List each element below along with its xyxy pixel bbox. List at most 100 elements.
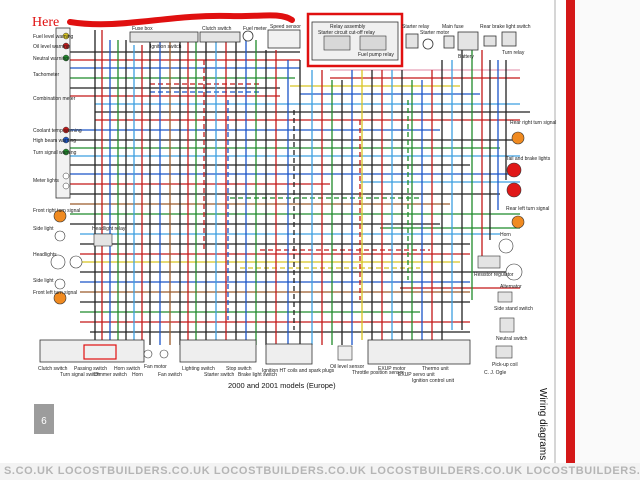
- starter-relay-symbol: [405, 33, 419, 49]
- watermark: S.CO.UK LOCOSTBUILDERS.CO.UK LOCOSTBUILD…: [4, 465, 640, 477]
- label-main-fuse: Main fuse: [442, 24, 464, 30]
- label-side-light: Side light: [33, 226, 54, 232]
- side-stand-switch-symbol: [497, 291, 513, 303]
- label-thermo-unit: Thermo unit: [422, 366, 449, 372]
- label-alternator: Alternator: [500, 284, 522, 290]
- main-fuse-symbol: [443, 35, 455, 49]
- label-ignition-switch: Ignition switch: [150, 44, 182, 50]
- page-number: 9: [41, 414, 47, 425]
- label-turn-signal-switch: Turn signal switch: [60, 372, 100, 378]
- annotation-label: Here: [32, 15, 59, 30]
- horn-symbol: [498, 238, 514, 254]
- ignition-control-unit-symbol: [367, 339, 471, 365]
- label-stop-switch: Stop switch: [226, 366, 252, 372]
- side-light-symbol: [54, 230, 66, 242]
- diagram-caption: 2000 and 2001 models (Europe): [228, 381, 336, 390]
- label-neutral-warning: Neutral warning: [33, 56, 68, 62]
- label-horn-bottom: Horn: [132, 372, 143, 378]
- label-tachometer: Tachometer: [33, 72, 59, 78]
- label-clutch-switch-bottom: Clutch switch: [38, 366, 68, 372]
- label-ignition-control-unit: Ignition control unit: [412, 378, 455, 384]
- fuse-box-symbol: [129, 31, 199, 43]
- label-front-left-turn-signal: Front left turn signal: [33, 290, 77, 296]
- front-left-turn-signal-symbol: [53, 291, 67, 305]
- label-battery: Battery: [458, 54, 474, 60]
- left-components: [50, 27, 113, 305]
- label-dimmer-switch: Dimmer switch: [94, 372, 127, 378]
- label-starter-motor: Starter motor: [420, 30, 450, 36]
- label-brake-light-switch: Brake light switch: [238, 372, 277, 378]
- headlight-symbol: [50, 254, 66, 270]
- rear-right-turn-signal-symbol: [511, 131, 525, 145]
- label-fan-motor: Fan motor: [144, 364, 167, 370]
- label-throttle-position-sensor: Throttle position sensor: [352, 370, 404, 376]
- left-handlebar-switch-symbol: [39, 339, 145, 363]
- fan-switch-symbol: [159, 349, 169, 359]
- label-fuel-pump-relay: Fuel pump relay: [358, 52, 394, 58]
- turn-relay-symbol: [501, 31, 517, 47]
- rear-brake-switch-symbol: [483, 35, 497, 47]
- bottom-components: [39, 339, 471, 365]
- annotation-box: [306, 12, 404, 68]
- label-horn-switch: Horn switch: [114, 366, 140, 372]
- label-resistor-regulator: Resistor regulator: [474, 272, 514, 278]
- page-sheet: [28, 0, 556, 463]
- label-combination-meter: Combination meter: [33, 96, 76, 102]
- label-front-right-turn-signal: Front right turn signal: [33, 208, 80, 214]
- front-right-turn-signal-symbol: [53, 209, 67, 223]
- annotation-stroke: [67, 12, 295, 28]
- label-oil-level-warning: Oil level warning: [33, 44, 70, 50]
- label-rear-right-turn-signal: Rear right turn signal: [510, 120, 556, 126]
- label-rear-left-turn-signal: Rear left turn signal: [506, 206, 549, 212]
- label-starter-relay: Starter relay: [402, 24, 430, 30]
- label-fuel-meter: Fuel meter: [243, 26, 267, 32]
- resistor-regulator-symbol: [477, 255, 501, 269]
- label-rear-brake-switch: Rear brake light switch: [480, 24, 531, 30]
- page-tab: [34, 404, 54, 434]
- ignition-coils-symbol: [265, 343, 313, 365]
- label-clutch-switch: Clutch switch: [202, 26, 232, 32]
- label-speed-sensor: Speed sensor: [270, 24, 301, 30]
- label-lighting-switch: Lighting switch: [182, 366, 215, 372]
- label-ignition-coils: Ignition HT coils and spark plugs: [262, 368, 335, 374]
- label-fan-switch: Fan switch: [158, 372, 182, 378]
- label-high-beam-warning: High beam warning: [33, 138, 76, 144]
- side-title: Wiring diagrams 9•27: [537, 388, 548, 480]
- oil-level-sensor-symbol: [337, 345, 353, 361]
- label-neutral-switch: Neutral switch: [496, 336, 528, 342]
- label-headlights: Headlights: [33, 252, 57, 258]
- footer-note: C. J. Ogle: [484, 370, 506, 376]
- label-meter-lights: Meter lights: [33, 178, 59, 184]
- label-turn-relay: Turn relay: [502, 50, 525, 56]
- label-exup-motor: EXUP motor: [378, 366, 406, 372]
- background-right: [575, 0, 640, 463]
- starter-motor-symbol: [422, 38, 434, 50]
- label-fuel-level-warning: Fuel level warning: [33, 34, 74, 40]
- annotation: [67, 12, 404, 68]
- label-side-light-lower: Side light: [33, 278, 54, 284]
- fan-motor-symbol: [143, 349, 153, 359]
- label-starter-cutoff-relay: Starter circuit cut-off relay: [318, 30, 375, 36]
- label-starter-switch: Starter switch: [204, 372, 235, 378]
- tail-light-symbol: [506, 162, 522, 178]
- fuel-meter-symbol: [242, 30, 254, 42]
- label-pick-up-coil: Pick-up coil: [492, 362, 518, 368]
- watermark-strip: S.CO.UK LOCOSTBUILDERS.CO.UK LOCOSTBUILD…: [0, 463, 640, 480]
- right-handlebar-switch-symbol: [179, 339, 257, 363]
- wires-horizontal: [70, 51, 530, 333]
- label-fuse-box: Fuse box: [132, 26, 153, 32]
- label-tail-brake-lights: Tail and brake lights: [506, 156, 551, 162]
- label-coolant-temp-warning: Coolant temp warning: [33, 128, 82, 134]
- speed-sensor-symbol: [267, 29, 301, 49]
- combination-meter-symbol: [55, 27, 71, 199]
- binder-edge: [566, 0, 575, 463]
- label-relay-assembly: Relay assembly: [330, 24, 366, 30]
- battery-symbol: [457, 31, 479, 51]
- top-components: [129, 21, 517, 61]
- label-headlight-relay: Headlight relay: [92, 226, 126, 232]
- label-turn-signal-warning: Turn signal warning: [33, 150, 77, 156]
- rear-left-turn-signal-symbol: [511, 215, 525, 229]
- label-exup-servo-unit: EXUP servo unit: [398, 372, 435, 378]
